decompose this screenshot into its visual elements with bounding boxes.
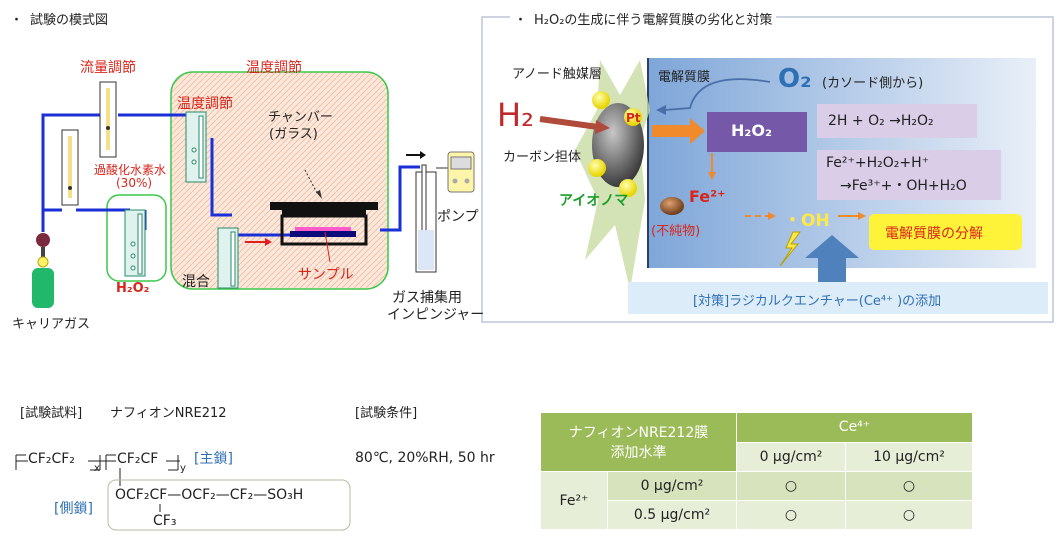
gas-cylinder xyxy=(32,268,54,308)
h2-label: H₂ xyxy=(497,96,534,134)
side-chain-box xyxy=(107,479,351,531)
conditions-label: [試験条件] xyxy=(355,406,418,421)
formula-y: y xyxy=(180,463,186,474)
reaction-1: 2H + O₂ →H₂O₂ xyxy=(828,113,934,129)
main-chain-label: [主鎖] xyxy=(194,451,233,467)
chamber xyxy=(270,202,378,246)
temp-ctrl-label: 温度調節 xyxy=(246,60,302,76)
sample-name: ナフィオンNRE212 xyxy=(110,406,227,421)
trap-label-2: インピンジャー xyxy=(387,307,485,323)
pump-label: ポンプ xyxy=(437,209,479,225)
oh-label: ・OH xyxy=(784,211,830,231)
reaction-2a: Fe²⁺+H₂O₂+H⁺ xyxy=(826,155,930,171)
fe-label: Fe²⁺ xyxy=(689,187,726,206)
table-cell: ○ xyxy=(736,500,846,530)
bubbler-h2o2 xyxy=(124,209,146,277)
table-cell: ○ xyxy=(845,471,973,501)
table-head-line2: 添加水準 xyxy=(610,445,667,461)
o2-label: O₂ xyxy=(778,64,812,94)
formula-cf2cf: CF₂CF xyxy=(117,451,159,467)
chamber-label: チャンバー xyxy=(268,110,333,125)
table-col-10: 10 μg/cm² xyxy=(845,441,973,472)
formula-side: OCF₂CF—OCF₂—CF₂—SO₃H xyxy=(115,487,304,503)
temp-ctrl-label-2: 温度調節 xyxy=(177,96,233,112)
membrane-label: 電解質膜 xyxy=(658,70,711,85)
reaction-2b: →Fe³⁺+・OH+H₂O xyxy=(840,178,967,194)
chamber-material: (ガラス) xyxy=(269,127,318,142)
table-head-ce: Ce⁴⁺ xyxy=(736,412,973,443)
mixing-label: 混合 xyxy=(182,274,210,290)
conditions-value: 80℃, 20%RH, 50 hr xyxy=(355,450,495,466)
decomp-label: 電解質膜の分解 xyxy=(885,226,983,242)
h2o2-label: 過酸化水素水 xyxy=(94,163,167,177)
bubbler-temp xyxy=(185,111,207,183)
measure-label: [対策]ラジカルクエンチャー(Ce⁴⁺ )の添加 xyxy=(693,294,942,309)
measure-bar xyxy=(628,282,1048,314)
carrier-label: キャリアガス xyxy=(12,317,91,332)
right-bullet: ・ xyxy=(510,9,532,28)
decomp-box xyxy=(869,214,1022,250)
right-title: H₂O₂の生成に伴う電解質膜の劣化と対策 xyxy=(530,9,777,28)
o2-note: (カソード側から) xyxy=(822,76,924,91)
pt-label: Pt xyxy=(626,111,641,125)
formula-x: x xyxy=(94,463,100,474)
flow-ctrl-label: 流量調節 xyxy=(80,60,136,76)
table-row-fe: Fe²⁺ xyxy=(540,471,608,530)
left-title: 試験の模式図 xyxy=(30,13,109,28)
left-bullet: ・ xyxy=(10,13,24,28)
table-row-05: 0.5 μg/cm² xyxy=(607,500,737,530)
carbon-label: カーボン担体 xyxy=(503,150,582,165)
pump-device xyxy=(447,151,475,193)
h2o2-box-label: H₂O₂ xyxy=(731,121,773,140)
formula-cf2cf2: CF₂CF₂ xyxy=(28,451,75,467)
table-head-line1: ナフィオンNRE212膜 xyxy=(568,425,709,441)
sample-section-label: [試験試料] xyxy=(20,406,83,421)
formula-cf3: CF₃ xyxy=(153,513,177,529)
sample-label: サンプル xyxy=(298,267,354,283)
table-col-0: 0 μg/cm² xyxy=(736,441,846,472)
table-cell: ○ xyxy=(845,500,973,530)
impurity-label: (不純物) xyxy=(651,224,701,239)
side-chain-label: [側鎖] xyxy=(54,501,93,517)
impinger xyxy=(415,164,437,273)
h2o2-box xyxy=(707,112,807,152)
h2o2-conc: (30%) xyxy=(116,176,153,190)
table-head-membrane: ナフィオンNRE212膜 添加水準 xyxy=(540,412,737,472)
table-cell: ○ xyxy=(736,471,846,501)
h2o2-small: H₂O₂ xyxy=(116,281,150,296)
trap-label-1: ガス捕集用 xyxy=(392,290,462,306)
table-row-0: 0 μg/cm² xyxy=(607,471,737,501)
regulator xyxy=(36,233,50,247)
mixer xyxy=(217,227,239,289)
anode-label: アノード触媒層 xyxy=(512,67,602,82)
condition-table: ナフィオンNRE212膜 添加水準 Ce⁴⁺ 0 μg/cm² 10 μg/cm… xyxy=(540,412,973,530)
ionomer-label: アイオノマ xyxy=(559,193,629,209)
